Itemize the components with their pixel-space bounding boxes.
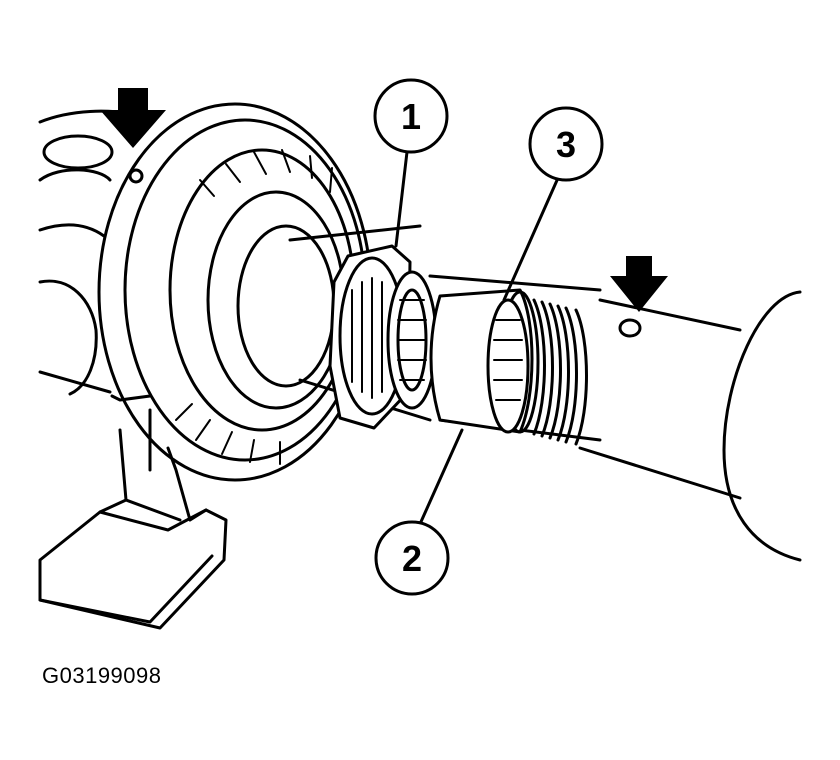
- down-arrow-icon: [610, 256, 668, 312]
- callout-1-label: 1: [401, 96, 421, 137]
- threaded-section: [532, 298, 588, 446]
- callout-1: 1: [373, 78, 449, 248]
- figure-id-label: G03199098: [42, 663, 162, 688]
- callout-3-label: 3: [556, 124, 576, 165]
- bearing-flange: [97, 102, 373, 482]
- callout-2: 2: [374, 428, 464, 596]
- shaft: [288, 224, 802, 562]
- callout-3: 3: [502, 106, 604, 302]
- housing: [38, 109, 228, 630]
- bearing-ring: [386, 270, 438, 410]
- callout-2-label: 2: [402, 538, 422, 579]
- nut-part-1: [328, 244, 412, 430]
- needle-bearing-part-3: [486, 298, 530, 434]
- down-arrow-icon: [100, 88, 166, 148]
